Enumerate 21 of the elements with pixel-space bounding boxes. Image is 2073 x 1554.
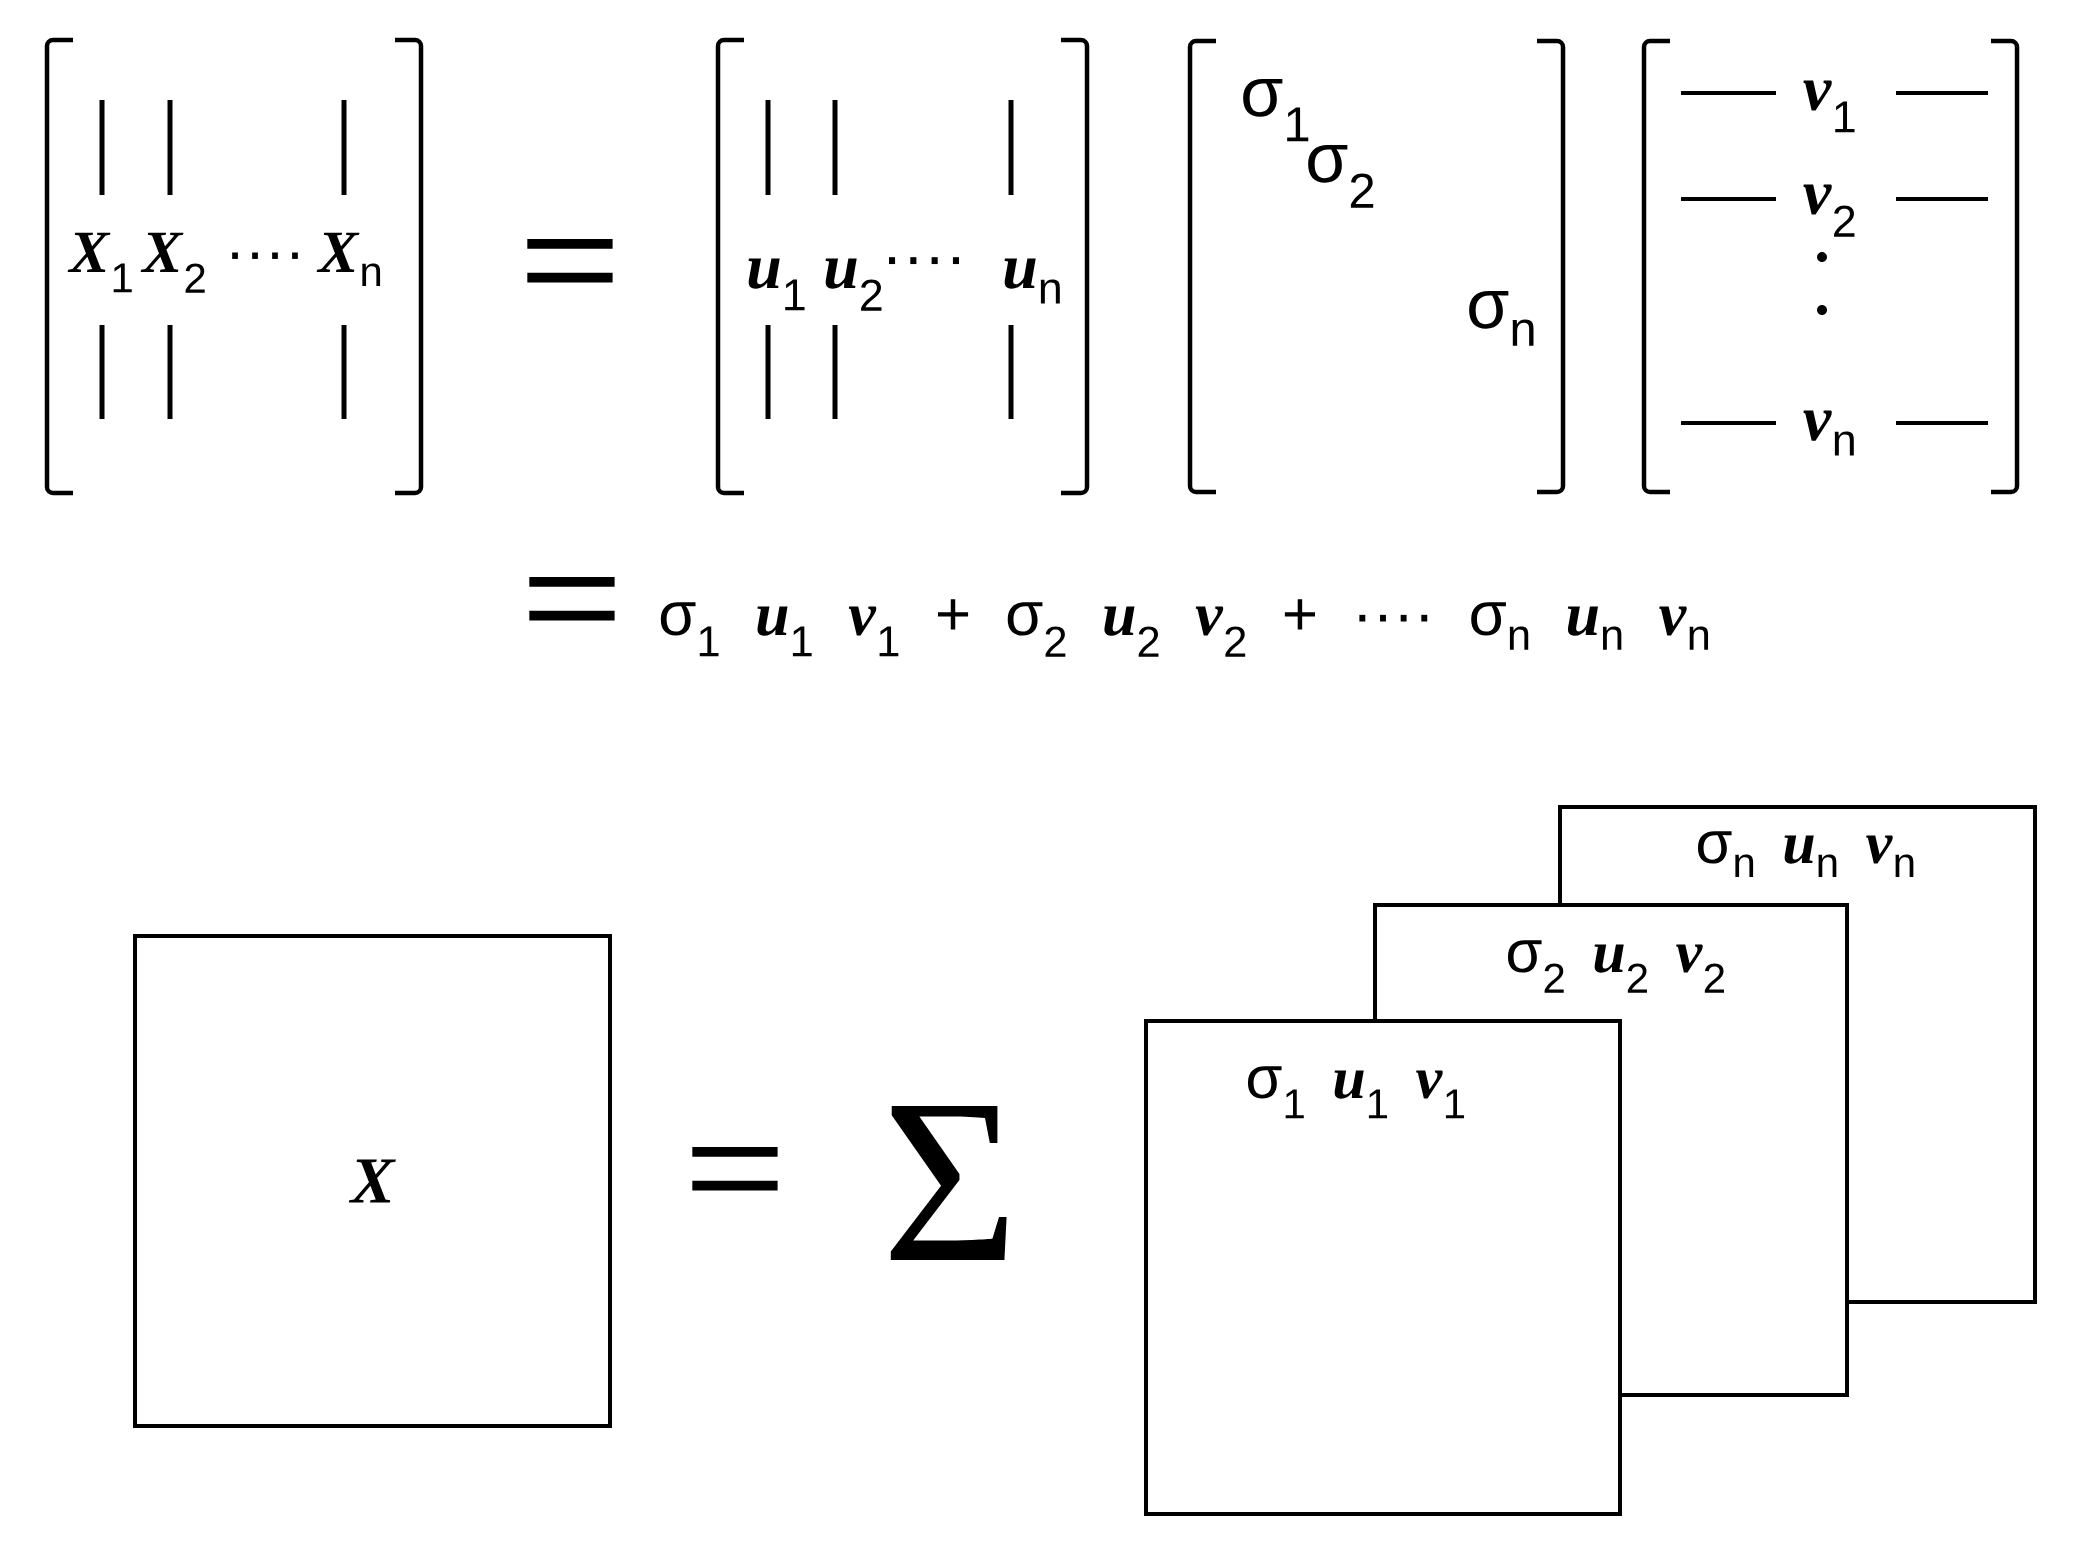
- term-box: σ$_{1}$ u$_{1}$ v$_{1}$: [1144, 1019, 1622, 1516]
- matrix-entry: v$_{n}$: [1803, 410, 1854, 456]
- matrix-entry: u$_{n}$: [1004, 258, 1060, 304]
- matrix-entry: u$_{1}$: [748, 258, 805, 311]
- matrix-entry: ····: [232, 252, 298, 259]
- matrix-entry: v$_{2}$: [1803, 184, 1855, 237]
- equals-sign: =: [527, 238, 613, 283]
- matrix-entry: X$_{n}$: [316, 232, 381, 287]
- matrix-entry: σ$_{1}$: [1243, 79, 1309, 142]
- matrix-entry: u$_{2}$: [825, 258, 882, 311]
- expansion-formula: σ$_{1}$ u$_{1}$ v$_{1}$ + σ$_{2}$ u$_{2}$ v$_{2}$ + ···· σ$_{n}$ u$_{n}$ v$_{n}$: [660, 599, 1709, 657]
- matrix-box: X: [133, 934, 612, 1428]
- equals-sign: =: [692, 1146, 778, 1191]
- matrix-entry: X$_{1}$: [67, 232, 132, 293]
- matrix-entry: X$_{2}$: [140, 232, 205, 293]
- equals-sign: =: [529, 576, 615, 621]
- matrix-entry: v$_{1}$: [1803, 80, 1855, 133]
- matrix-entry: σ$_{n}$: [1469, 291, 1534, 346]
- matrix-entry: σ$_{2}$: [1308, 145, 1374, 208]
- matrix-entry: ····: [889, 257, 959, 265]
- summation-sign: Σ: [890, 1106, 1007, 1260]
